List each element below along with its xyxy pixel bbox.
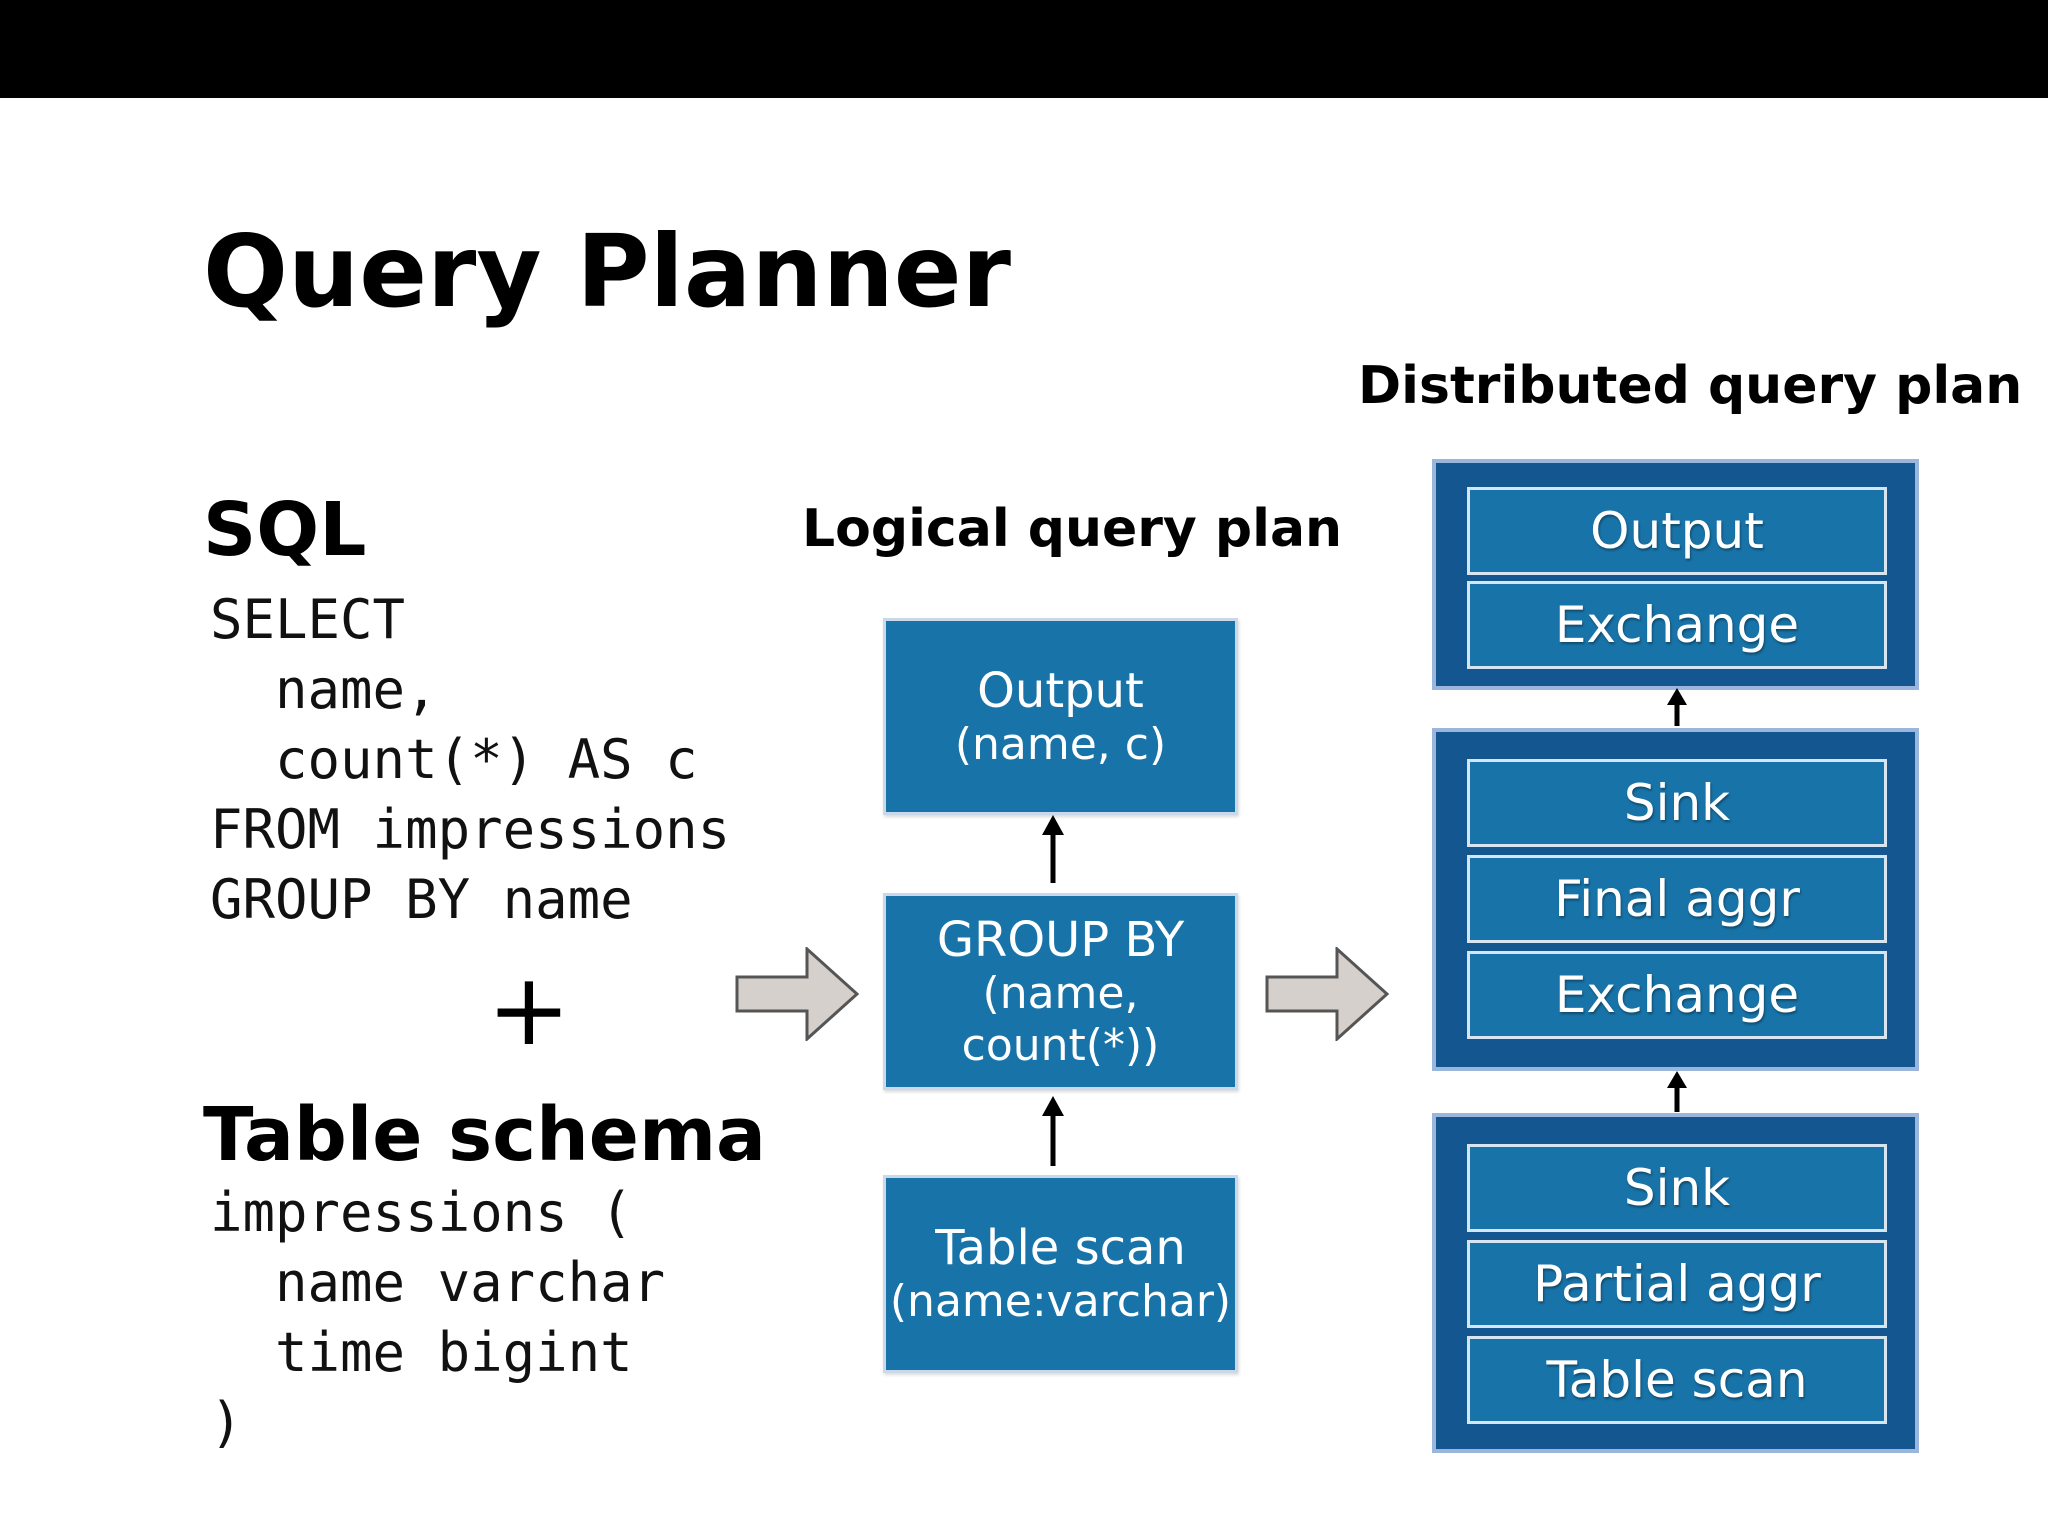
logical-node-label: Table scan (935, 1220, 1186, 1276)
stage-operator: Output (1467, 487, 1887, 575)
schema-line: impressions ( (210, 1181, 633, 1244)
distributed-stage: Output Exchange (1432, 459, 1919, 690)
sql-line: count(*) AS c (210, 728, 698, 791)
sql-line: name, (210, 658, 438, 721)
block-arrow-logical-to-distributed-icon (1265, 947, 1390, 1041)
slide-title: Query Planner (203, 213, 1011, 330)
schema-line: name varchar (210, 1251, 666, 1314)
top-bar (0, 0, 2048, 98)
logical-node-label: Output (977, 662, 1144, 719)
logical-node-detail: (name:varchar) (889, 1276, 1232, 1327)
sql-line: GROUP BY name (210, 868, 633, 931)
stage-operator: Table scan (1467, 1336, 1887, 1424)
schema-line: ) (210, 1391, 243, 1454)
arrow-up-icon (1667, 688, 1687, 726)
stage-operator: Exchange (1467, 581, 1887, 669)
block-arrow-sql-to-logical-icon (735, 947, 860, 1041)
logical-node-table-scan: Table scan (name:varchar) (883, 1175, 1238, 1373)
distributed-stage: Sink Partial aggr Table scan (1432, 1113, 1919, 1453)
arrow-up-icon (1042, 815, 1064, 883)
arrow-up-icon (1667, 1071, 1687, 1112)
logical-plan-heading: Logical query plan (802, 499, 1343, 559)
distributed-stage: Sink Final aggr Exchange (1432, 728, 1919, 1071)
stage-operator: Sink (1467, 759, 1887, 847)
stage-operator: Sink (1467, 1144, 1887, 1232)
schema-heading: Table schema (203, 1092, 766, 1178)
plus-sign: + (487, 951, 571, 1068)
logical-node-detail: (name, count(*)) (961, 967, 1160, 1071)
logical-node-label: GROUP BY (936, 911, 1185, 968)
logical-node-detail: (name, c) (954, 718, 1167, 770)
logical-node-output: Output (name, c) (883, 618, 1238, 815)
stage-operator: Partial aggr (1467, 1240, 1887, 1328)
sql-line: SELECT (210, 588, 406, 651)
sql-heading: SQL (203, 487, 367, 573)
arrow-up-icon (1042, 1096, 1064, 1166)
distributed-plan-heading: Distributed query plan (1358, 356, 2023, 416)
logical-node-group-by: GROUP BY (name, count(*)) (883, 893, 1238, 1090)
schema-line: time bigint (210, 1321, 633, 1384)
stage-operator: Final aggr (1467, 855, 1887, 943)
stage-operator: Exchange (1467, 951, 1887, 1039)
schema-code: impressions ( name varchar time bigint ) (210, 1178, 665, 1458)
sql-line: FROM impressions (210, 798, 731, 861)
sql-code: SELECT name, count(*) AS c FROM impressi… (210, 585, 730, 935)
